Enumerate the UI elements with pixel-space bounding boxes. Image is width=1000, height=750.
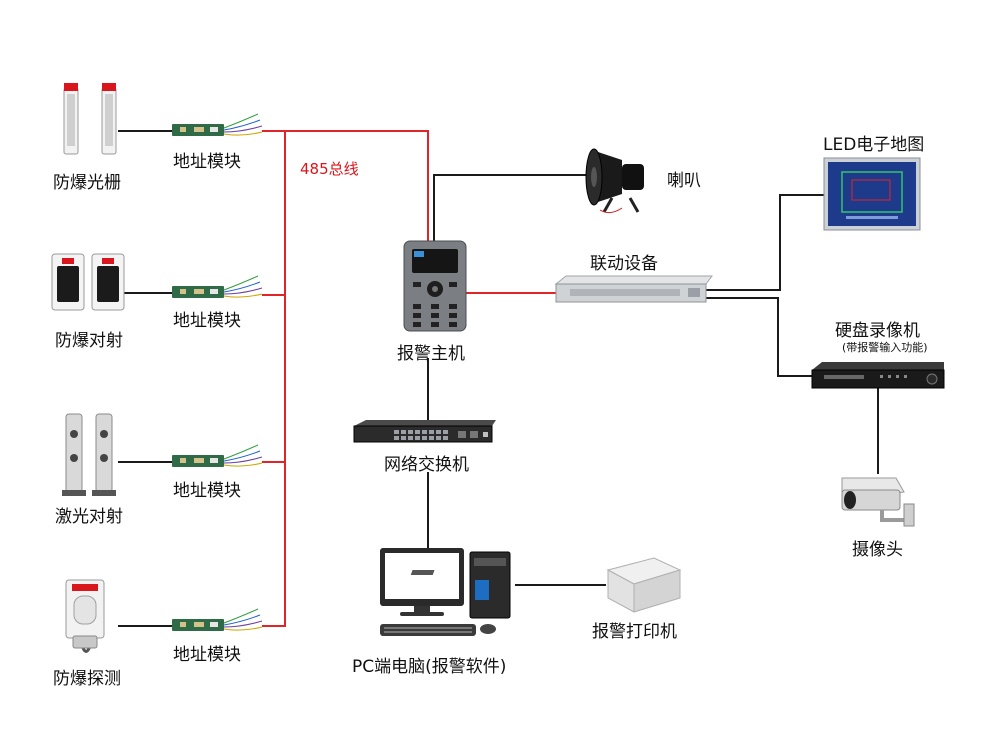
network-switch-icon — [353, 420, 496, 443]
camera-icon — [841, 477, 915, 527]
detector-label-1: 防爆光栅 — [53, 173, 121, 193]
led-map-label: LED电子地图 — [823, 135, 925, 155]
pc-label: PC端电脑(报警软件) — [352, 657, 507, 677]
alarm-host-icon — [403, 240, 467, 332]
bus-485-lines — [262, 130, 556, 627]
printer-icon — [410, 557, 682, 613]
module-label-3: 地址模块 — [173, 481, 241, 501]
speaker-label: 喇叭 — [667, 171, 701, 191]
explosion-proof-detector-icon — [65, 579, 105, 653]
printer-label: 报警打印机 — [592, 622, 677, 642]
address-module-2 — [172, 275, 263, 298]
dvr-sublabel: (带报警输入功能) — [842, 341, 928, 354]
beam-grating-icon — [63, 83, 117, 155]
camera-label: 摄像头 — [852, 540, 903, 560]
laser-beam-icon — [62, 413, 116, 496]
speaker-horn-icon — [585, 148, 644, 214]
led-map-icon — [823, 157, 921, 231]
detector-label-2: 防爆对射 — [55, 331, 123, 351]
connection-lines — [118, 130, 879, 627]
dvr-icon — [811, 362, 945, 389]
address-module-1 — [172, 113, 263, 136]
module-label-2: 地址模块 — [173, 311, 241, 331]
bus-485-label: 485总线 — [300, 160, 359, 178]
detector-label-3: 激光对射 — [55, 507, 123, 527]
alarm-host-label: 报警主机 — [397, 344, 465, 364]
module-label-1: 地址模块 — [173, 152, 241, 172]
linkage-device-icon — [554, 275, 713, 303]
module-label-4: 地址模块 — [173, 645, 241, 665]
black-lines — [118, 130, 879, 627]
address-module-3 — [172, 444, 263, 467]
dvr-label: 硬盘录像机 — [835, 321, 920, 341]
address-module-4 — [172, 608, 263, 631]
detector-label-4: 防爆探测 — [53, 669, 121, 689]
pc-icon — [380, 548, 511, 636]
switch-label: 网络交换机 — [384, 455, 469, 475]
linkage-label: 联动设备 — [590, 254, 658, 274]
explosion-proof-beam-icon — [51, 253, 125, 311]
